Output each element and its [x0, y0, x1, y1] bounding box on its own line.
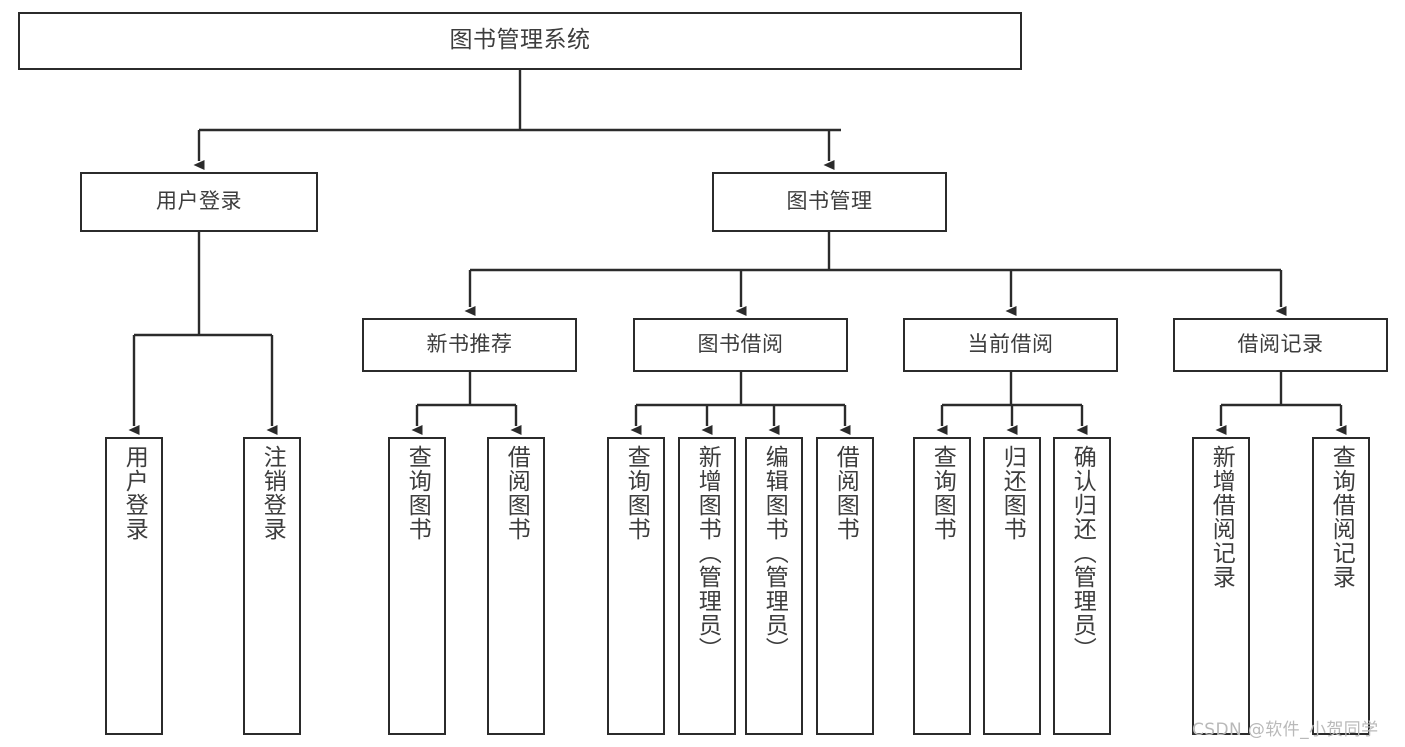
node-leaf-borrow-book-recommendation[interactable]: 借阅图书 [487, 437, 545, 735]
node-subbranch-new-book-recommendation[interactable]: 新书推荐 [362, 318, 577, 372]
node-leaf-add-borrowing-record-label: 新增借阅记录 [1208, 445, 1235, 589]
node-leaf-query-borrowing-record[interactable]: 查询借阅记录 [1312, 437, 1370, 735]
node-leaf-user-logout[interactable]: 注销登录 [243, 437, 301, 735]
node-branch-user-login-label: 用户登录 [156, 189, 242, 214]
node-leaf-edit-book-admin-label: 编辑图书（管理员） [761, 445, 788, 661]
node-subbranch-current-borrowing-label: 当前借阅 [967, 332, 1054, 357]
node-leaf-query-book-borrowing[interactable]: 查询图书 [607, 437, 665, 735]
node-leaf-confirm-return-admin-label: 确认归还（管理员） [1069, 445, 1096, 661]
node-root-label: 图书管理系统 [449, 27, 591, 54]
node-leaf-borrow-book-borrowing[interactable]: 借阅图书 [816, 437, 874, 735]
node-branch-book-management-label: 图书管理 [786, 189, 873, 214]
node-subbranch-borrowing-record-label: 借阅记录 [1237, 332, 1324, 357]
node-leaf-borrow-book-recommendation-label: 借阅图书 [503, 445, 530, 541]
node-leaf-add-book-admin-label: 新增图书（管理员） [694, 445, 721, 661]
node-leaf-query-borrowing-record-label: 查询借阅记录 [1328, 445, 1355, 589]
node-leaf-query-book-borrowing-label: 查询图书 [623, 445, 650, 541]
csdn-watermark: CSDN @软件_小贺同学 [1192, 720, 1379, 740]
node-subbranch-borrowing-record[interactable]: 借阅记录 [1173, 318, 1388, 372]
node-leaf-add-book-admin[interactable]: 新增图书（管理员） [678, 437, 736, 735]
node-subbranch-book-borrowing[interactable]: 图书借阅 [633, 318, 848, 372]
node-branch-book-management[interactable]: 图书管理 [712, 172, 947, 232]
node-leaf-query-book-current-label: 查询图书 [929, 445, 956, 541]
node-leaf-user-login[interactable]: 用户登录 [105, 437, 163, 735]
node-leaf-query-book-current[interactable]: 查询图书 [913, 437, 971, 735]
node-leaf-user-logout-label: 注销登录 [259, 445, 286, 541]
node-root-book-management-system[interactable]: 图书管理系统 [18, 12, 1022, 70]
node-branch-user-login[interactable]: 用户登录 [80, 172, 318, 232]
node-leaf-query-book-recommendation-label: 查询图书 [404, 445, 431, 541]
node-leaf-edit-book-admin[interactable]: 编辑图书（管理员） [745, 437, 803, 735]
node-leaf-borrow-book-borrowing-label: 借阅图书 [832, 445, 859, 541]
node-leaf-return-book-label: 归还图书 [999, 445, 1026, 541]
node-subbranch-book-borrowing-label: 图书借阅 [697, 332, 784, 357]
node-leaf-user-login-label: 用户登录 [121, 445, 148, 541]
node-subbranch-new-book-recommendation-label: 新书推荐 [426, 332, 513, 357]
node-subbranch-current-borrowing[interactable]: 当前借阅 [903, 318, 1118, 372]
node-leaf-query-book-recommendation[interactable]: 查询图书 [388, 437, 446, 735]
node-leaf-return-book[interactable]: 归还图书 [983, 437, 1041, 735]
node-leaf-add-borrowing-record[interactable]: 新增借阅记录 [1192, 437, 1250, 735]
node-leaf-confirm-return-admin[interactable]: 确认归还（管理员） [1053, 437, 1111, 735]
